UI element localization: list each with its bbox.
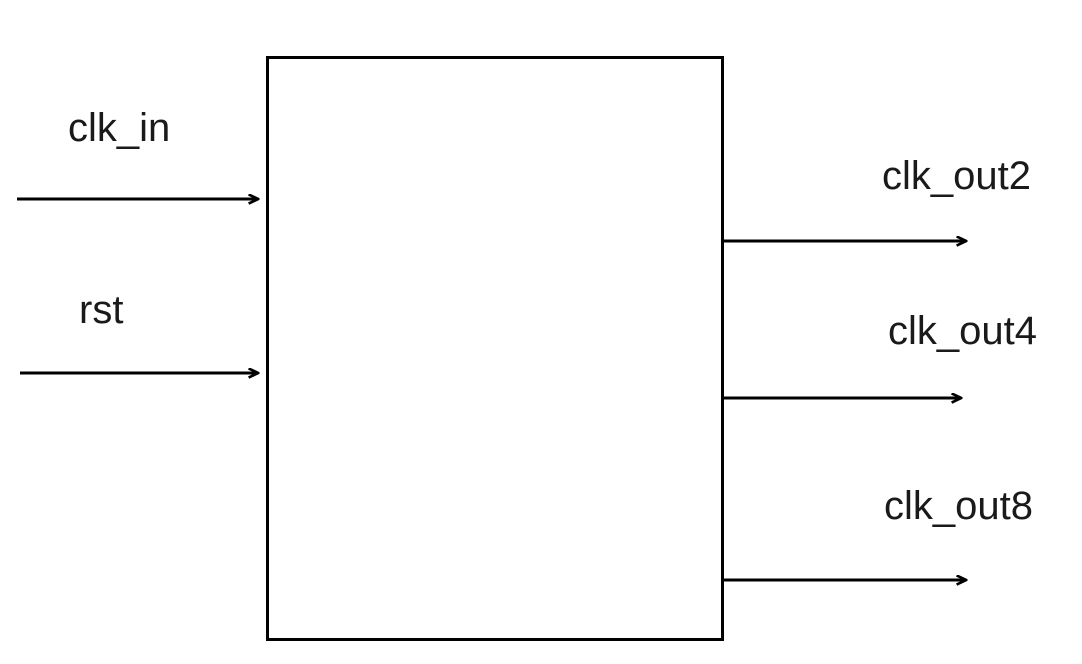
label-clk-out4: clk_out4 <box>888 309 1037 353</box>
label-clk-out8: clk_out8 <box>884 484 1033 528</box>
label-rst: rst <box>79 288 124 332</box>
clock-divider-block <box>266 56 724 641</box>
label-clk-out2: clk_out2 <box>882 154 1031 198</box>
label-clk-in: clk_in <box>68 106 171 150</box>
